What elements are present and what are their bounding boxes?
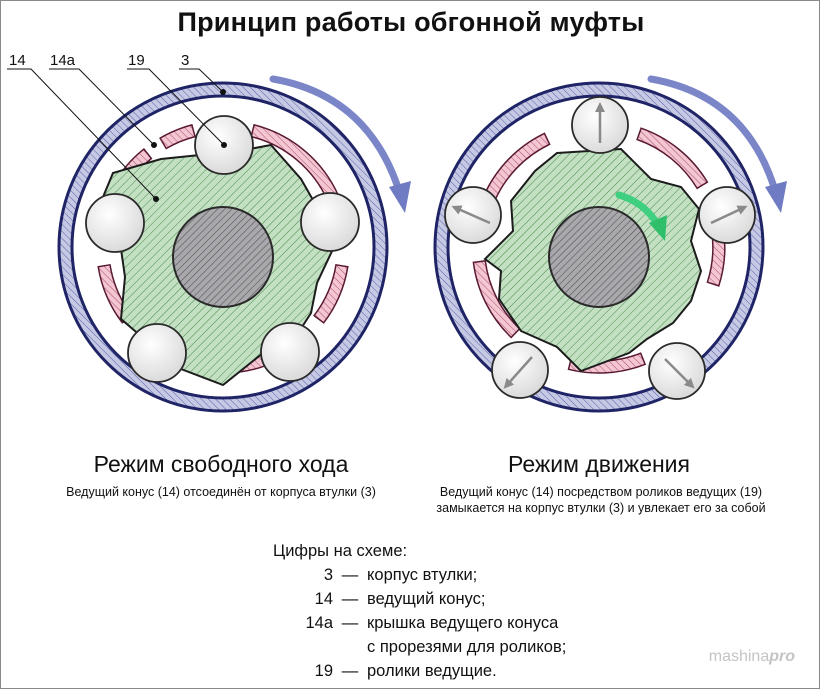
callout-dots bbox=[151, 89, 227, 202]
watermark-prefix: mashina bbox=[708, 648, 770, 665]
rotation-arrow bbox=[269, 75, 405, 201]
roller bbox=[300, 192, 360, 252]
watermark-logo: mashinapro bbox=[709, 648, 795, 666]
drive-mode-title: Режим движения bbox=[508, 451, 690, 477]
callout-14: 14 bbox=[9, 52, 26, 69]
legend-dash: — bbox=[341, 590, 359, 608]
page-title: Принцип работы обгонной муфты bbox=[177, 7, 645, 37]
roller bbox=[260, 322, 320, 382]
legend: Цифры на схеме: 3 — корпус втулки; 14 — … bbox=[271, 539, 566, 683]
legend-code: 14 bbox=[314, 590, 333, 608]
freewheel-mode-description: Ведущий конус (14) отсоединён от корпуса… bbox=[11, 484, 431, 500]
roller-force-arrows bbox=[451, 102, 748, 389]
legend-item: 14а — крышка ведущего конуса bbox=[271, 611, 566, 635]
callout-19: 19 bbox=[128, 52, 145, 69]
drive-mode-description: Ведущий конус (14) посредством роликов в… bbox=[391, 484, 811, 516]
legend-text: крышка ведущего конуса bbox=[367, 614, 559, 632]
legend-continuation: с прорезями для роликов; bbox=[367, 638, 567, 656]
freewheel-clutch: 14 14а 19 3 bbox=[7, 52, 411, 413]
rotation-arrow-head bbox=[765, 181, 787, 213]
rotation-arrow bbox=[647, 75, 781, 201]
clutch-diagram: 14 14а 19 3 bbox=[7, 52, 787, 413]
callout-14a: 14а bbox=[50, 52, 76, 69]
legend-dash: — bbox=[341, 566, 359, 584]
callout-leaders bbox=[7, 68, 225, 200]
watermark-suffix: pro bbox=[769, 648, 795, 665]
description-line: Ведущий конус (14) отсоединён от корпуса… bbox=[66, 485, 376, 499]
callout-3: 3 bbox=[181, 52, 189, 69]
description-line: Ведущий конус (14) посредством роликов в… bbox=[439, 485, 763, 499]
legend-dash: — bbox=[341, 614, 359, 632]
cone-cover-cage bbox=[472, 127, 726, 374]
legend-text: корпус втулки; bbox=[367, 566, 478, 584]
roller bbox=[85, 193, 145, 253]
legend-text: ролики ведущие. bbox=[367, 662, 497, 680]
freewheel-mode-title: Режим свободного хода bbox=[93, 451, 349, 477]
legend-code: 3 bbox=[323, 566, 333, 584]
legend-item: 19 — ролики ведущие. bbox=[271, 659, 566, 683]
legend-dash: — bbox=[341, 662, 359, 680]
legend-heading: Цифры на схеме: bbox=[273, 542, 408, 560]
description-line: замыкается на корпус втулки (3) и увлека… bbox=[436, 501, 766, 515]
roller bbox=[127, 323, 187, 383]
legend-item: 14 — ведущий конус; bbox=[271, 587, 566, 611]
rotation-arrow-head bbox=[389, 181, 411, 213]
hub-axle bbox=[172, 206, 274, 308]
cone-rotation-arrow-head bbox=[649, 215, 667, 241]
drive-clutch bbox=[433, 75, 787, 413]
legend-item: 3 — корпус втулки; bbox=[271, 563, 566, 587]
hub-axle bbox=[548, 206, 650, 308]
legend-code: 19 bbox=[314, 662, 333, 680]
legend-text: ведущий конус; bbox=[367, 590, 486, 608]
legend-code: 14а bbox=[305, 614, 333, 632]
